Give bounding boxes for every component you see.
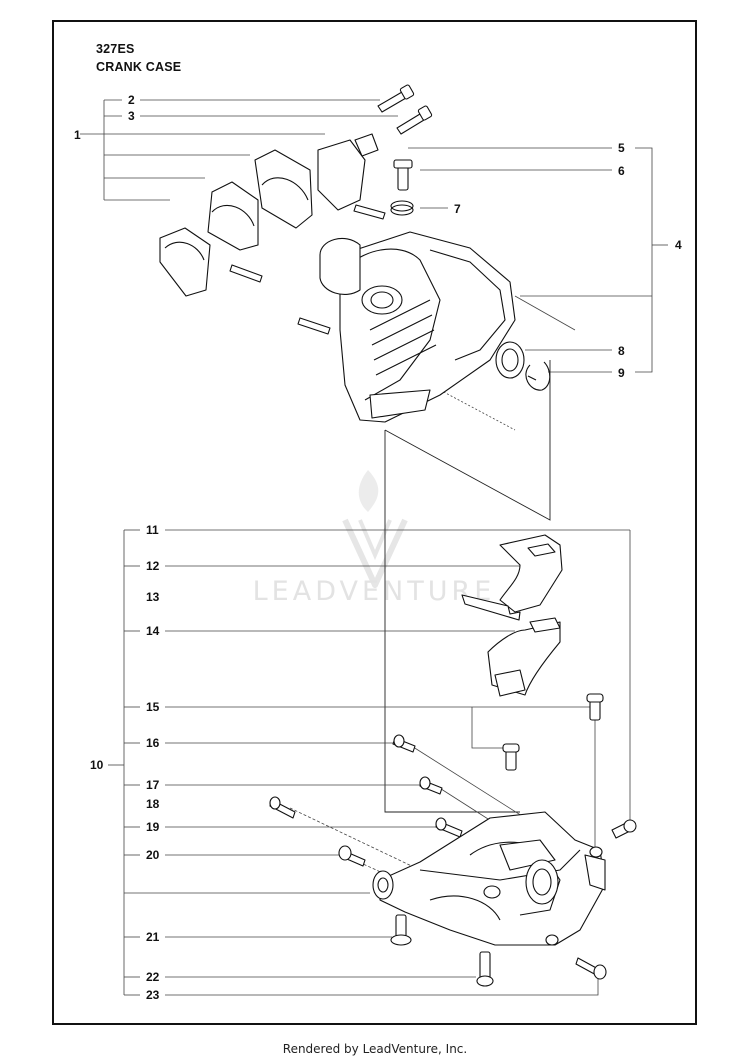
callout-20: 20	[146, 848, 160, 862]
lower-leader-lines	[108, 529, 631, 996]
section-title: CRANK CASE	[96, 60, 182, 74]
callout-18: 18	[146, 797, 160, 811]
callout-21: 21	[146, 930, 160, 944]
callout-5: 5	[618, 141, 625, 155]
callout-10: 10	[90, 758, 104, 772]
callout-22: 22	[146, 970, 160, 984]
callout-1: 1	[74, 128, 81, 142]
callout-16: 16	[146, 736, 160, 750]
callout-23: 23	[146, 988, 160, 1002]
assembly-leader	[384, 360, 551, 813]
screw-2	[377, 84, 415, 113]
callout-14: 14	[146, 624, 160, 638]
footer-credit: Rendered by LeadVenture, Inc.	[282, 1042, 468, 1056]
callout-15: 15	[146, 700, 160, 714]
callout-9: 9	[618, 366, 625, 380]
diagram-frame	[52, 20, 697, 1025]
callout-7: 7	[454, 202, 461, 216]
callout-8: 8	[618, 344, 625, 358]
watermark-text: LEADVENTURE	[253, 576, 496, 607]
callout-3: 3	[128, 109, 135, 123]
upper-parts	[159, 84, 551, 423]
callout-2: 2	[128, 93, 135, 107]
model-title: 327ES	[96, 42, 135, 56]
callout-13: 13	[146, 590, 160, 604]
upper-leader-lines	[80, 99, 668, 431]
callout-6: 6	[618, 164, 625, 178]
callout-17: 17	[146, 778, 160, 792]
callout-4: 4	[675, 238, 682, 252]
watermark-logo	[342, 470, 408, 588]
callout-19: 19	[146, 820, 160, 834]
callout-12: 12	[146, 559, 160, 573]
lower-parts	[269, 534, 637, 987]
callout-11: 11	[146, 523, 159, 537]
screw-3	[396, 105, 433, 135]
